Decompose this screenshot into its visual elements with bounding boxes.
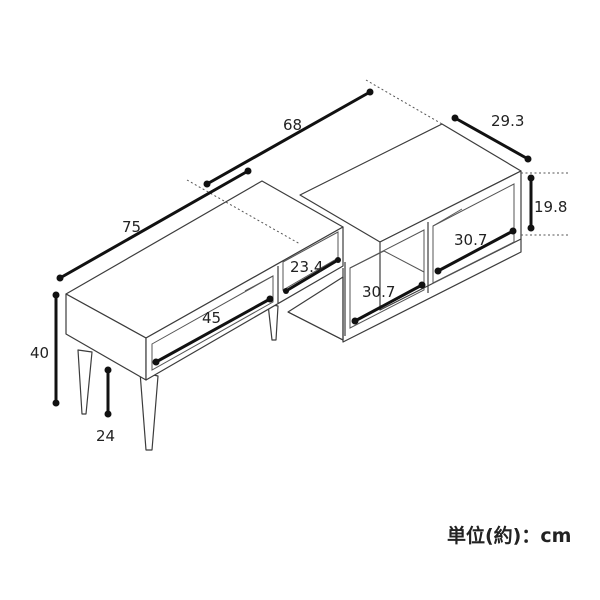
dimension-dot-24-bottom [104, 410, 112, 418]
dimension-29-3: 29.3 [451, 112, 532, 163]
ext-line-68-left [186, 179, 301, 245]
dimension-dot-19-8-top [527, 174, 535, 182]
leg-back [267, 303, 279, 341]
dimension-label-40: 40 [30, 344, 49, 362]
dimension-dot-30-7-upper-end [509, 227, 517, 235]
dimension-dot-45-start [152, 358, 160, 366]
leg-front-left [77, 349, 93, 415]
dimension-dot-19-8-bottom [527, 224, 535, 232]
dimension-40: 40 [30, 291, 60, 407]
dimension-label-24: 24 [96, 427, 115, 445]
dimension-dot-45-end [266, 295, 274, 303]
dimension-dot-75-start [56, 274, 64, 282]
dimension-dot-30-7-lower-start [351, 317, 359, 325]
dimension-line-23-4 [284, 258, 340, 293]
dimension-23-4: 23.4 [283, 257, 341, 294]
dimension-dot-30-7-lower-end [418, 281, 426, 289]
dimension-dot-40-bottom [52, 399, 60, 407]
left-compartment-large-back [244, 275, 274, 292]
dimension-dot-29-3-end [524, 155, 532, 163]
dimension-19-8: 19.8 [521, 172, 568, 236]
dimension-dot-68-end [366, 88, 374, 96]
ext-line-68-right [365, 79, 443, 125]
dimension-label-75: 75 [122, 218, 141, 236]
right-compartment-lower-diag [383, 250, 425, 273]
dimension-line-30-7-lower [353, 283, 424, 323]
dimension-24: 24 [96, 366, 115, 445]
dimension-label-45: 45 [202, 309, 221, 327]
dimension-45: 45 [152, 295, 274, 366]
right-compartment-lower-inner [349, 229, 425, 329]
dimension-30-7-upper: 30.7 [434, 227, 517, 275]
dimension-label-29-3: 29.3 [491, 112, 524, 130]
dimension-dot-68-start [203, 180, 211, 188]
right-compartment-lower-back [349, 250, 385, 269]
dimension-30-7-lower: 30.7 [351, 281, 426, 325]
leg-front-right [139, 371, 159, 451]
right-cabinet [287, 123, 522, 343]
dimension-dot-23-4-start [283, 288, 289, 294]
dimension-label-23-4: 23.4 [290, 258, 323, 276]
dimension-line-29-3 [453, 116, 530, 161]
dimension-dot-75-end [244, 167, 252, 175]
right-compartment-upper-inner [432, 183, 515, 284]
dimension-dot-30-7-upper-start [434, 267, 442, 275]
right-cabinet-left-edge [342, 239, 522, 343]
dimension-75: 75 [56, 167, 252, 282]
right-cabinet-base [287, 311, 344, 341]
dimension-dot-40-top [52, 291, 60, 299]
dimension-line-68 [205, 90, 372, 186]
dimension-line-45 [154, 297, 272, 364]
dimension-line-30-7-upper [436, 229, 515, 273]
dimension-label-68: 68 [283, 116, 302, 134]
dimension-dot-23-4-end [335, 257, 341, 263]
right-compartment-upper-back [432, 208, 463, 227]
dimension-line-75 [58, 169, 250, 280]
dimension-dot-24-top [104, 366, 112, 374]
dimension-label-30-7-lower: 30.7 [362, 283, 395, 301]
dimension-label-30-7-upper: 30.7 [454, 231, 487, 249]
dimension-68: 68 [186, 79, 443, 245]
dimension-label-19-8: 19.8 [534, 198, 567, 216]
dimension-dot-29-3-start [451, 114, 459, 122]
left-compartment-large-inner [151, 275, 274, 371]
unit-label: 単位(約)：cm [447, 524, 571, 547]
